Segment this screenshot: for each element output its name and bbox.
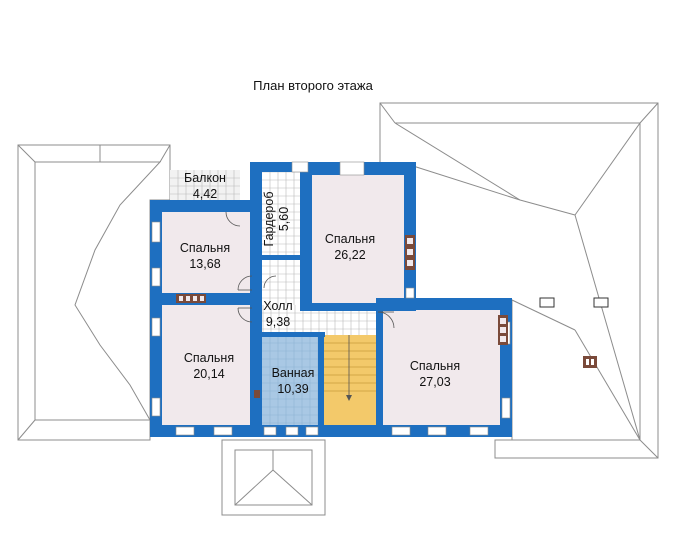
radiator-icon <box>176 294 206 303</box>
plan-title: План второго этажа <box>253 78 373 93</box>
bedroom-nw-label: Спальня 13,68 <box>165 240 245 272</box>
room-area: 10,39 <box>277 382 309 396</box>
wardrobe-label: Гардероб 5,60 <box>262 189 294 249</box>
bedroom-n-label: Спальня 26,22 <box>312 231 388 263</box>
room-area: 5,60 <box>277 206 291 232</box>
roof-outline-porch <box>221 439 326 516</box>
room-name: Спальня <box>179 241 231 255</box>
room-name: Спальня <box>324 232 376 246</box>
roof-outline-right <box>379 102 659 459</box>
doors <box>225 211 395 329</box>
roof-vent-icon <box>539 297 609 308</box>
bedroom-sw-label: Спальня 20,14 <box>167 350 251 382</box>
room-area: 4,42 <box>192 187 218 201</box>
balcony-label: Балкон 4,42 <box>173 170 237 202</box>
staircase <box>323 335 376 401</box>
room-area: 9,38 <box>265 315 291 329</box>
room-floors <box>162 170 500 427</box>
room-area: 26,22 <box>334 248 366 262</box>
bedroom-e-label: Спальня 27,03 <box>390 358 480 390</box>
room-name: Спальня <box>409 359 461 373</box>
bathroom-fixture-icon <box>254 390 260 398</box>
room-name: Гардероб <box>262 191 276 247</box>
roof-outline-left <box>17 144 171 441</box>
fireplace-icon <box>405 235 508 345</box>
room-area: 27,03 <box>419 375 451 389</box>
hall-label: Холл 9,38 <box>255 298 301 330</box>
room-area: 13,68 <box>189 257 221 271</box>
room-area: 20,14 <box>193 367 225 381</box>
room-name: Холл <box>263 299 293 313</box>
room-name: Ванная <box>271 366 315 380</box>
chimney-icon <box>583 356 597 368</box>
room-name: Балкон <box>184 171 226 185</box>
tile-grid <box>170 164 376 427</box>
room-name: Спальня <box>183 351 235 365</box>
bathroom-label: Ванная 10,39 <box>262 365 324 397</box>
